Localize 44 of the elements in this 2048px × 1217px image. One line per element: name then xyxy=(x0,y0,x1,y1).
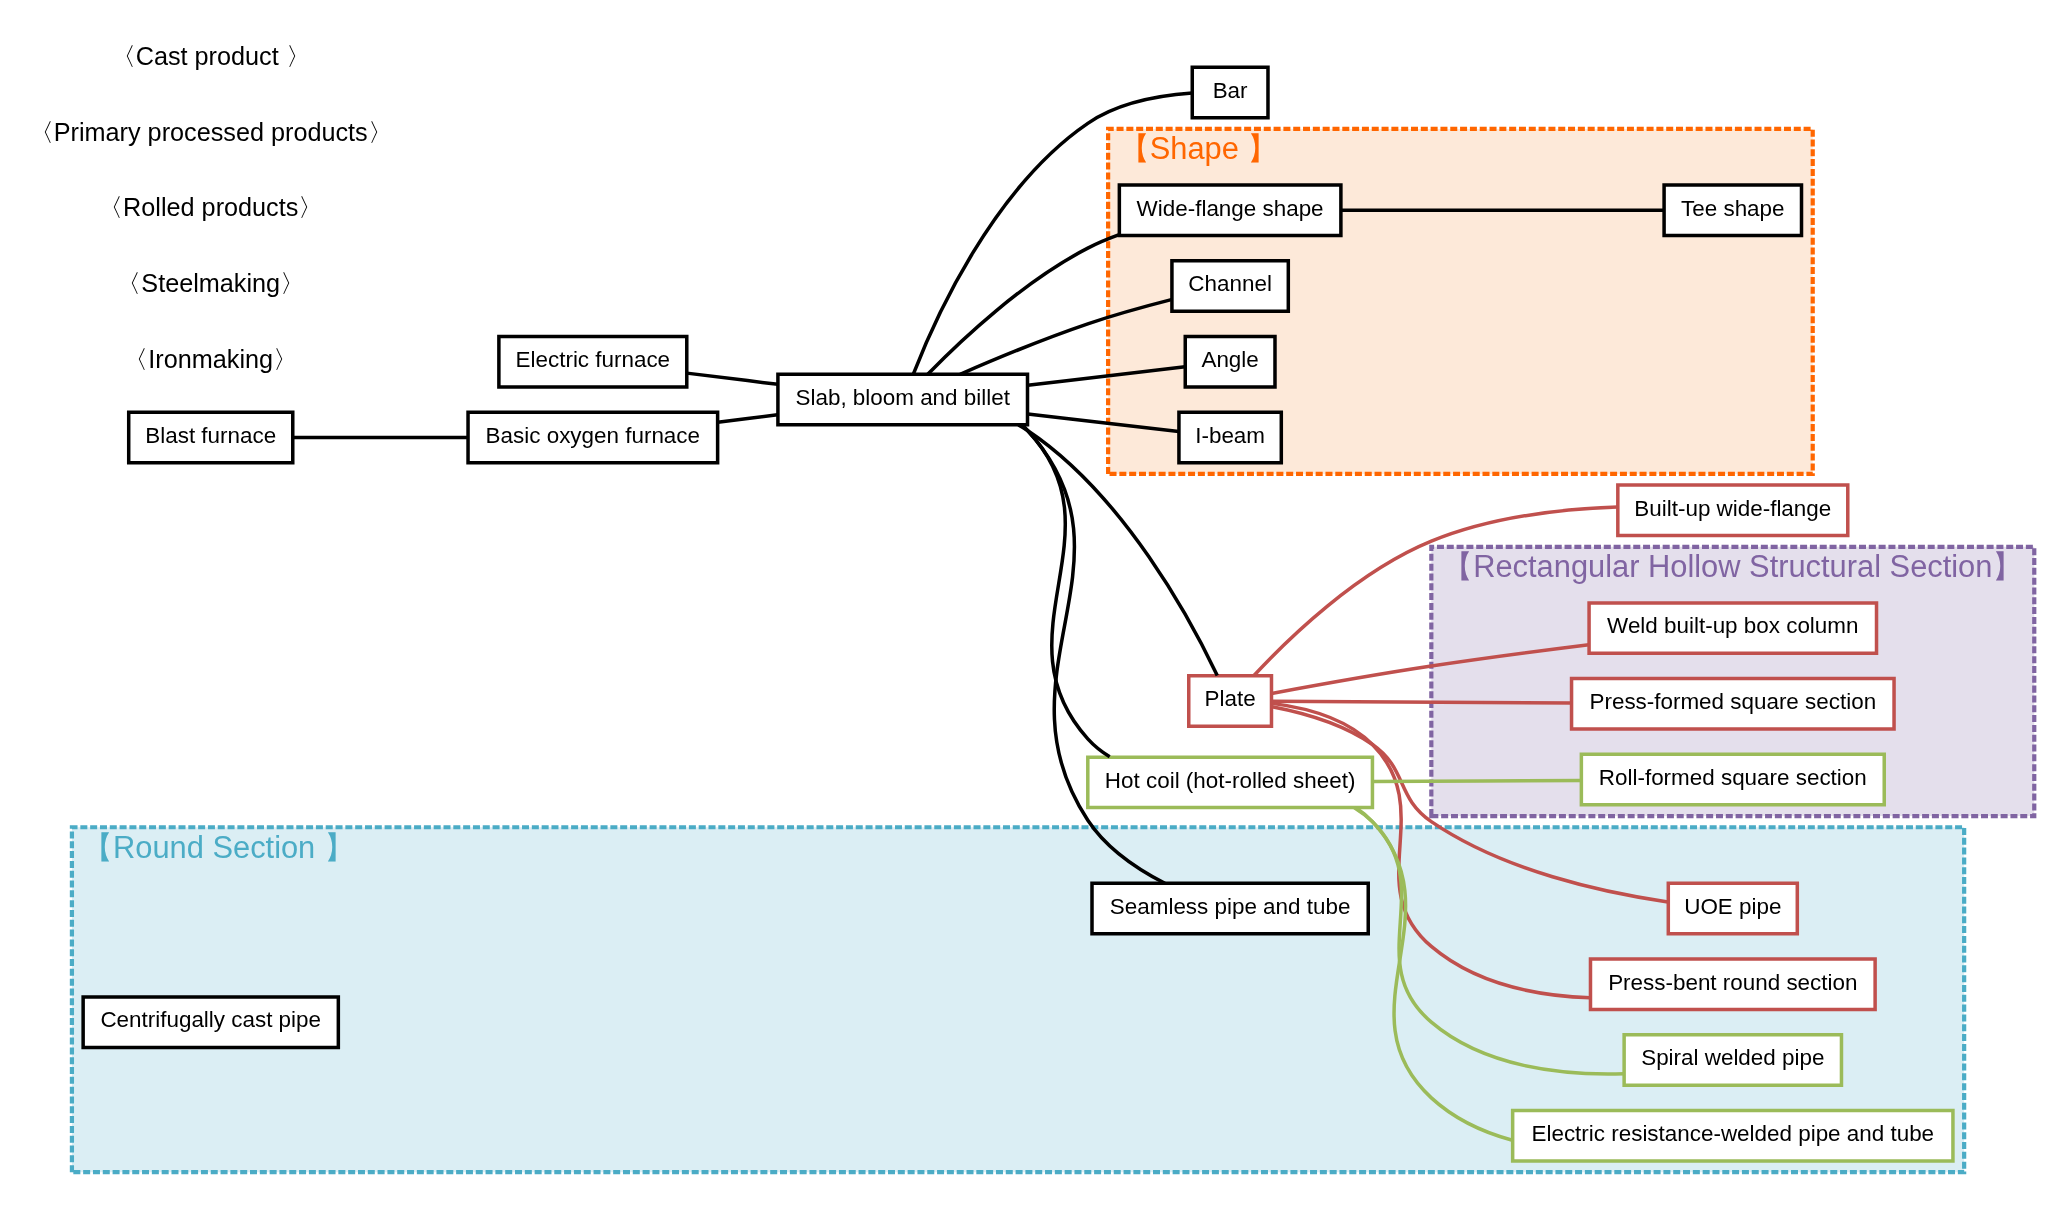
connector xyxy=(1017,423,1219,677)
node-box: Electric furnace xyxy=(497,334,689,389)
connector xyxy=(926,233,1120,376)
node-box: Wide-flange shape xyxy=(1117,183,1343,238)
node-box: Press-formed square section xyxy=(1569,676,1896,731)
connector xyxy=(959,297,1172,376)
label: 〈Primary processed products〉 xyxy=(28,117,393,146)
label: 〈Steelmaking〉 xyxy=(116,269,306,298)
node-box: Built-up wide-flange xyxy=(1616,483,1850,538)
connector xyxy=(1271,701,1591,1000)
connector xyxy=(1271,699,1572,705)
label: 〈Cast product 〉 xyxy=(110,42,311,71)
node-box: Hot coil (hot-rolled sheet) xyxy=(1086,755,1375,810)
connector xyxy=(1252,505,1618,677)
node-box: Seamless pipe and tube xyxy=(1090,881,1370,936)
node-box: Tee shape xyxy=(1662,183,1804,238)
node-box: Channel xyxy=(1170,259,1291,313)
label: 〈Rolled products〉 xyxy=(98,193,324,222)
connector xyxy=(293,435,468,440)
node-box: Spiral welded pipe xyxy=(1622,1033,1844,1087)
node-box: Angle xyxy=(1183,334,1277,389)
connector xyxy=(1353,806,1625,1076)
connector xyxy=(686,371,778,387)
connector xyxy=(1372,778,1582,784)
connector xyxy=(1027,365,1186,387)
connector xyxy=(1341,208,1664,213)
node-box: Plate xyxy=(1187,674,1274,729)
label: 〈Ironmaking〉 xyxy=(123,344,299,373)
node-box: Centrifugally cast pipe xyxy=(81,995,341,1050)
node-box: Roll-formed square section xyxy=(1579,752,1886,807)
node-box: Blast furnace xyxy=(126,410,295,465)
connector xyxy=(717,413,778,424)
node-box: UOE pipe xyxy=(1666,881,1800,936)
node-box: Bar xyxy=(1190,65,1270,120)
node-box: Basic oxygen furnace xyxy=(466,410,720,465)
connector xyxy=(1027,412,1179,434)
node-box: Slab, bloom and billet xyxy=(776,372,1030,427)
node-box: I-beam xyxy=(1177,410,1284,465)
connector xyxy=(1271,705,1669,904)
connector xyxy=(1271,642,1590,696)
node-box: Electric resistance-welded pipe and tube xyxy=(1510,1108,1955,1163)
node-box: Weld built-up box column xyxy=(1587,601,1879,656)
connector xyxy=(911,91,1193,375)
node-box: Press-bent round section xyxy=(1588,957,1877,1012)
